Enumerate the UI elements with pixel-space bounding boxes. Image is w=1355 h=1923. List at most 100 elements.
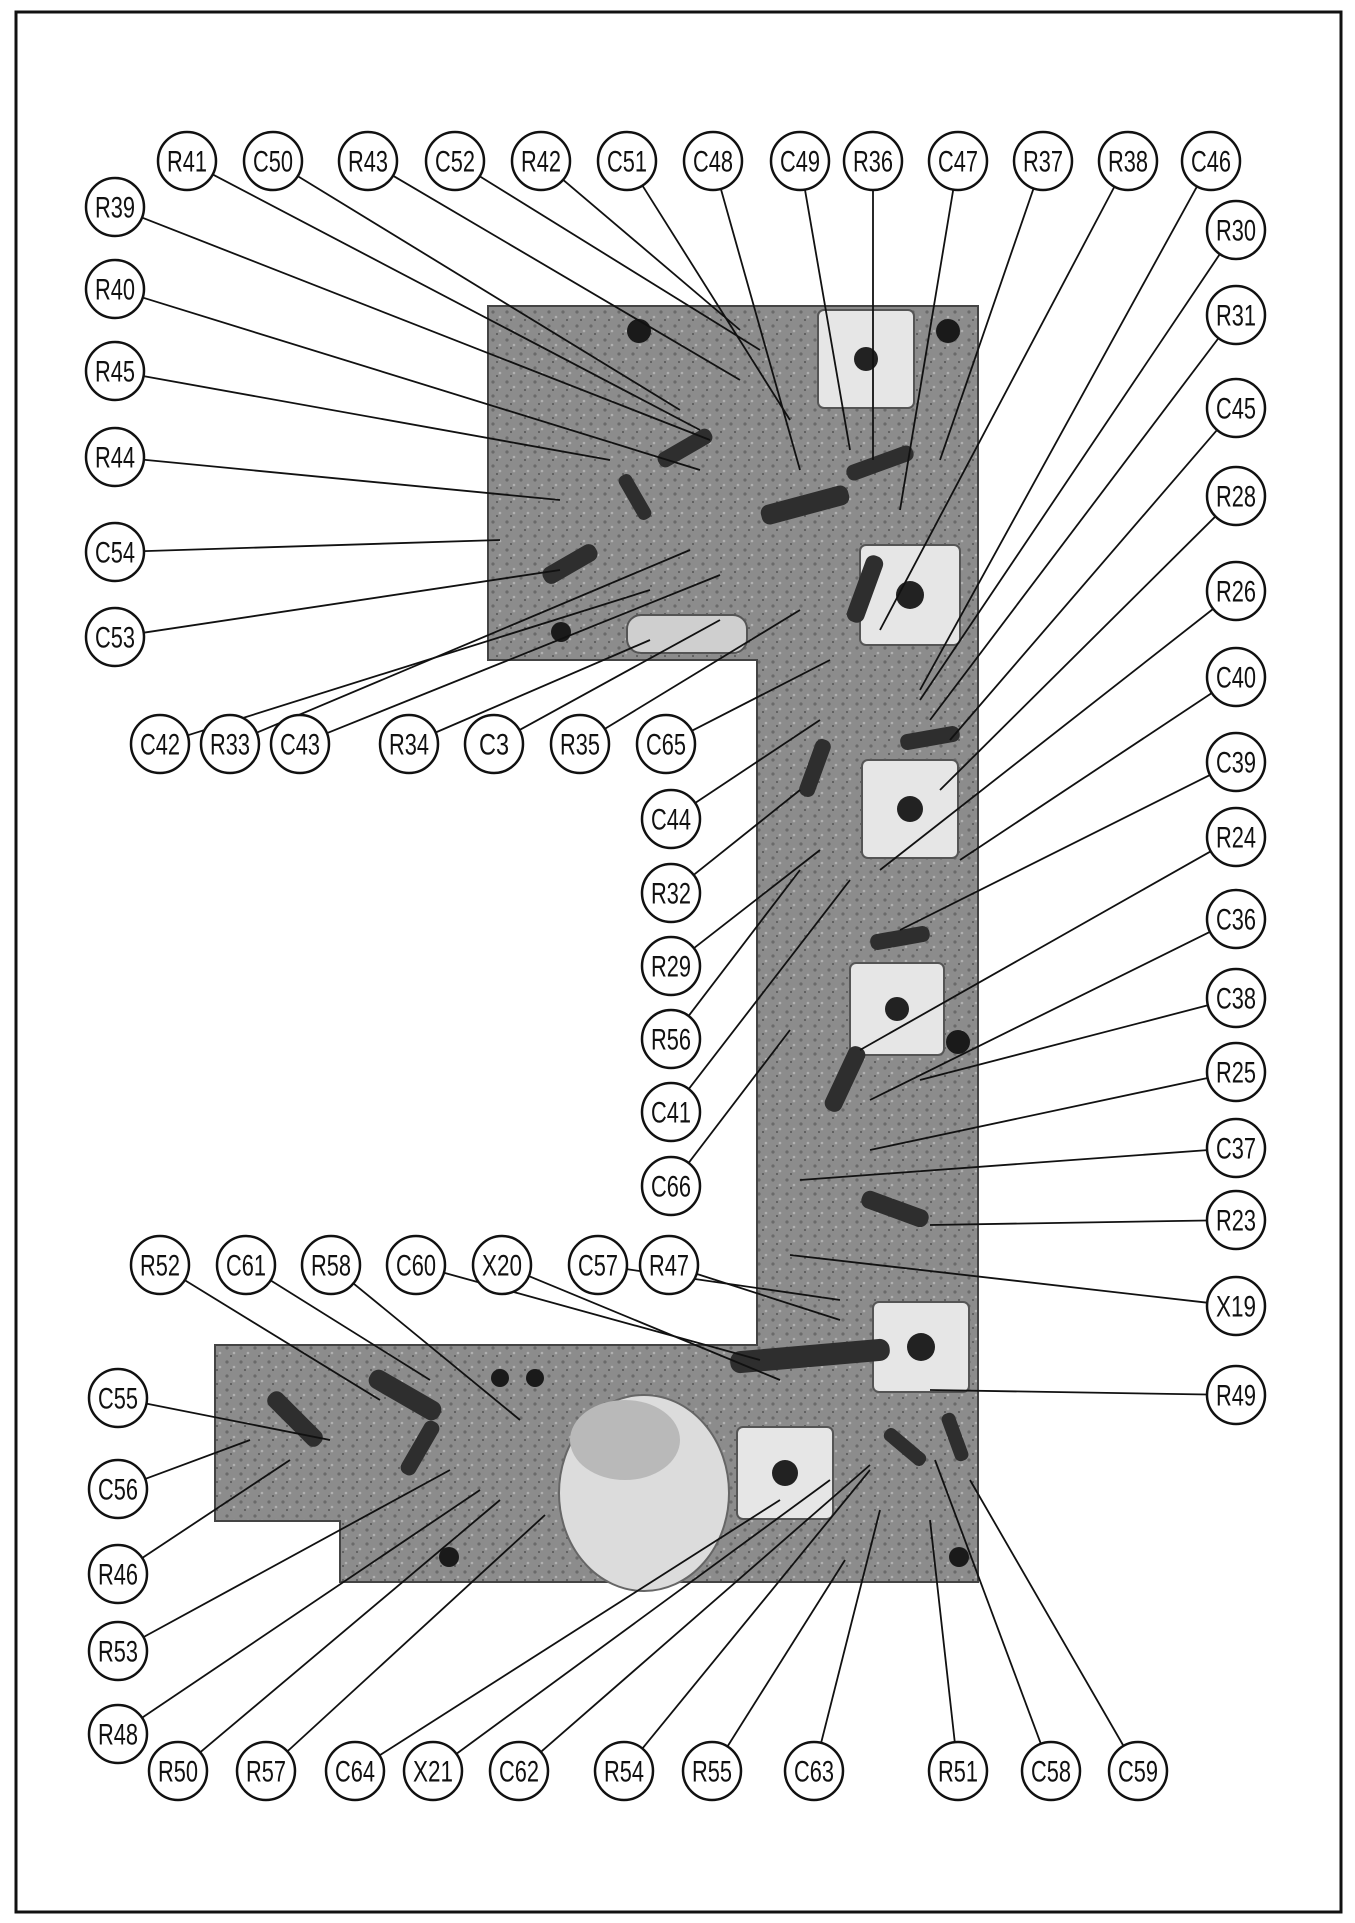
callout-label: R38 [1108,146,1148,179]
callout-label: C62 [499,1756,539,1789]
callout-r45: R45 [84,340,146,402]
callout-label: R56 [651,1024,691,1057]
callout-label: R31 [1216,300,1256,333]
callout-circle [84,258,146,320]
callout-circle [147,1740,209,1802]
callout-circle [842,130,904,192]
callout-circle [593,1740,655,1802]
callout-c39: C39 [1205,731,1267,793]
callout-c45: C45 [1205,377,1267,439]
leader-line-c44 [694,719,821,804]
callout-label: C46 [1191,146,1231,179]
leader-line-r52 [184,1279,381,1401]
callout-label: R45 [95,356,135,389]
callout-circle [129,1234,191,1296]
callout-circle [1097,130,1159,192]
leader-line-r33 [256,549,691,734]
callout-label: R28 [1216,481,1256,514]
callout-r44: R44 [84,426,146,488]
leader-line-x21 [455,1479,831,1755]
callout-circle [1020,1740,1082,1802]
callout-c36: C36 [1205,888,1267,950]
leader-line-c38 [919,1004,1209,1081]
callout-label: R50 [158,1756,198,1789]
callout-c52: C52 [424,130,486,192]
leader-line-r37 [939,188,1035,461]
callout-circle [1205,888,1267,950]
callout-c55: C55 [87,1367,149,1429]
callout-r42: R42 [510,130,572,192]
callout-c50: C50 [242,130,304,192]
callout-label: C58 [1031,1756,1071,1789]
callout-circle [1205,465,1267,527]
callout-c38: C38 [1205,967,1267,1029]
callout-r35: R35 [549,713,611,775]
callout-c64: C64 [324,1740,386,1802]
leader-line-r47 [696,1273,841,1321]
callout-c61: C61 [215,1234,277,1296]
leader-line-c59 [969,1479,1125,1747]
callout-circle [87,1543,149,1605]
leader-line-c54 [143,539,501,552]
callout-label: R55 [692,1756,732,1789]
leader-line-c61 [270,1279,431,1381]
callout-label: R48 [98,1719,138,1752]
leader-line-c52 [479,175,761,351]
callout-c54: C54 [84,521,146,583]
callout-c62: C62 [488,1740,550,1802]
leader-line-r39 [141,216,711,441]
leader-line-r29 [693,849,821,949]
callout-circle [549,713,611,775]
callout-label: C51 [607,146,647,179]
callout-r51: R51 [927,1740,989,1802]
callout-c42: C42 [129,713,191,775]
callout-circle [1012,130,1074,192]
callout-r41: R41 [156,130,218,192]
leader-line-c36 [869,931,1211,1101]
callout-circle [640,1081,702,1143]
callout-circle [235,1740,297,1802]
callout-r58: R58 [300,1234,362,1296]
leader-line-r57 [286,1514,546,1753]
callout-circle [84,521,146,583]
leader-line-c53 [143,569,561,634]
callout-label: R32 [651,878,691,911]
leader-line-r51 [929,1519,956,1743]
callout-circle [769,130,831,192]
callout-r55: R55 [681,1740,743,1802]
callout-label: R52 [140,1250,180,1283]
callout-c63: C63 [783,1740,845,1802]
leader-line-c43 [326,574,721,735]
callout-circle [640,788,702,850]
callout-c57: C57 [567,1234,629,1296]
callout-label: X19 [1216,1291,1256,1324]
callout-x19: X19 [1205,1275,1267,1337]
callout-circle [510,130,572,192]
callout-c47: C47 [927,130,989,192]
leader-line-c51 [641,185,791,421]
leader-line-r31 [929,337,1220,721]
callout-label: R54 [604,1756,644,1789]
callout-label: R57 [246,1756,286,1789]
leader-line-c37 [799,1149,1208,1181]
callout-circle [324,1740,386,1802]
leader-line-c39 [899,774,1211,931]
leader-line-c45 [949,429,1218,741]
callout-c37: C37 [1205,1117,1267,1179]
callout-circle [84,176,146,238]
callout-label: R49 [1216,1380,1256,1413]
callout-r36: R36 [842,130,904,192]
leader-line-c50 [297,175,681,411]
leader-line-c47 [899,189,955,511]
callout-c49: C49 [769,130,831,192]
leader-line-r34 [435,639,651,734]
callout-c56: C56 [87,1458,149,1520]
callout-circle [638,1234,700,1296]
callout-r23: R23 [1205,1189,1267,1251]
callout-c43: C43 [269,713,331,775]
callout-circle [463,713,525,775]
callout-r30: R30 [1205,199,1267,261]
callout-label: C55 [98,1383,138,1416]
callout-label: R58 [311,1250,351,1283]
